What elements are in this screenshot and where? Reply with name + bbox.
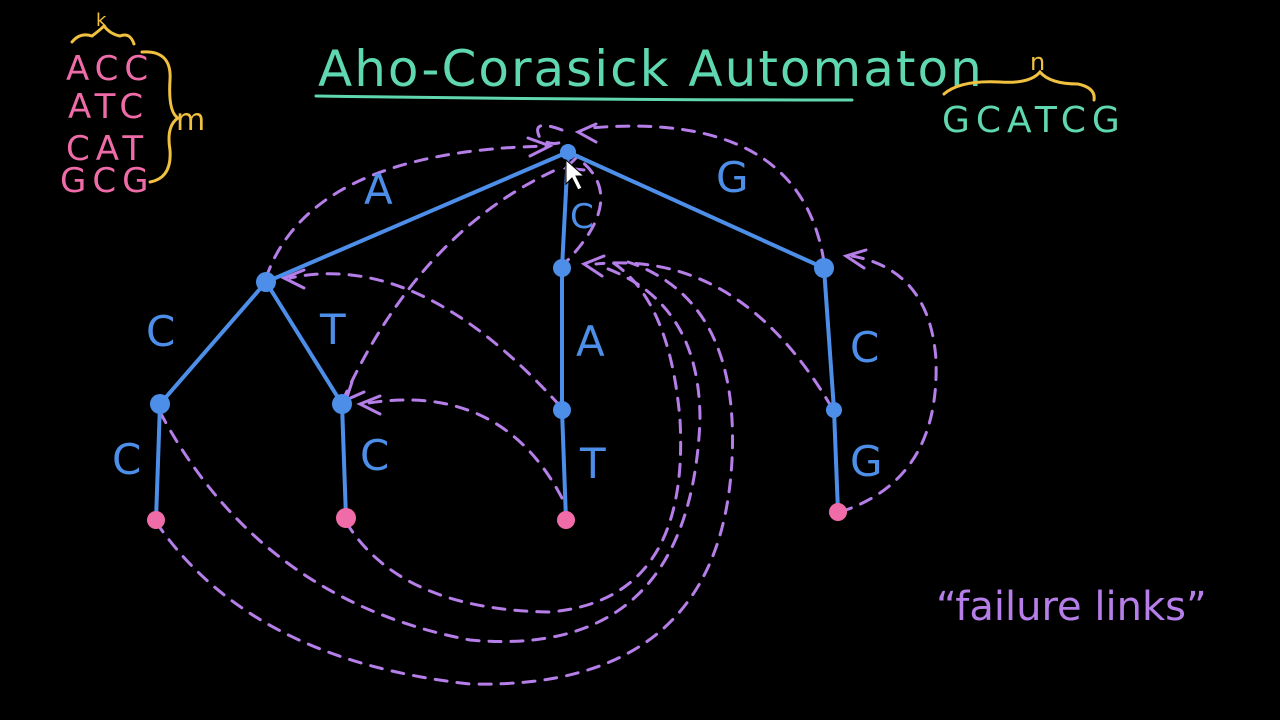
trie-node: [553, 401, 571, 419]
pattern-count-label: m: [176, 103, 205, 138]
text-length-brace: [942, 69, 1096, 102]
terminal-node: [336, 508, 356, 528]
failure-link: [344, 260, 683, 614]
edge-label: T: [579, 439, 606, 488]
pattern-list: k ACC ATC CAT GCG m: [60, 10, 205, 201]
trie-node: [814, 258, 834, 278]
edge-labels: A C G C T C C A T C G: [112, 153, 883, 488]
failure-link: [360, 398, 564, 500]
terminal-node: [557, 511, 575, 529]
pattern-count-brace: [140, 50, 181, 184]
arrowhead: [580, 254, 606, 278]
edge-label: C: [360, 431, 389, 480]
trie-edge: [154, 402, 162, 522]
edge-label: C: [850, 323, 879, 372]
arrowhead: [574, 122, 598, 144]
trie-edge: [566, 150, 826, 270]
edge-label: A: [364, 165, 393, 214]
failure-link: [264, 144, 552, 280]
text-length-label: n: [1030, 48, 1045, 76]
arrowhead: [526, 136, 554, 158]
pattern-length-brace: [70, 23, 136, 46]
arrowhead: [356, 394, 382, 416]
pattern-item: ATC: [68, 87, 149, 127]
trie-edge: [158, 280, 268, 406]
arrowhead: [280, 268, 306, 290]
failure-links-annotation: “failure links”: [936, 584, 1207, 630]
text-value: GCATCG: [942, 100, 1126, 141]
trie-node: [826, 402, 842, 418]
search-text: n GCATCG: [942, 48, 1126, 141]
failure-link: [588, 124, 826, 264]
trie-edge: [264, 150, 570, 284]
root-node: [560, 144, 576, 160]
terminal-node: [147, 511, 165, 529]
pattern-length-label: k: [96, 10, 107, 31]
pointer-cursor-icon: [565, 158, 586, 191]
edge-label: A: [576, 317, 605, 366]
pattern-item: GCG: [60, 161, 154, 201]
failure-link: [340, 166, 562, 404]
edge-label: G: [716, 153, 749, 202]
trie-node: [256, 272, 276, 292]
trie-edges: [154, 150, 840, 522]
trie-edge: [264, 280, 344, 406]
failure-link: [536, 124, 568, 145]
trie-edge: [560, 408, 568, 522]
trie-edge: [340, 402, 348, 520]
terminal-node: [829, 503, 847, 521]
arrowhead: [842, 248, 868, 270]
trie-node: [553, 259, 571, 277]
failure-link: [838, 254, 938, 514]
edge-label: T: [319, 305, 346, 354]
trie-nodes: [147, 144, 847, 529]
edge-label: G: [850, 437, 883, 486]
failure-link: [288, 272, 562, 408]
edge-label: C: [570, 197, 594, 237]
failure-link: [158, 264, 702, 643]
trie-node: [332, 394, 352, 414]
failure-links: [154, 124, 938, 686]
failure-link: [558, 158, 603, 270]
failure-link: [594, 261, 834, 410]
pattern-item: ACC: [66, 49, 154, 89]
failure-link: [154, 260, 735, 686]
trie-edge: [832, 408, 840, 514]
edge-label: C: [112, 435, 141, 484]
trie-edge: [822, 266, 836, 412]
trie-node: [150, 394, 170, 414]
edge-label: C: [146, 307, 175, 356]
diagram-title: Aho-Corasick Automaton: [318, 40, 984, 98]
pattern-item: CAT: [66, 129, 149, 169]
title-underline: [314, 94, 854, 102]
